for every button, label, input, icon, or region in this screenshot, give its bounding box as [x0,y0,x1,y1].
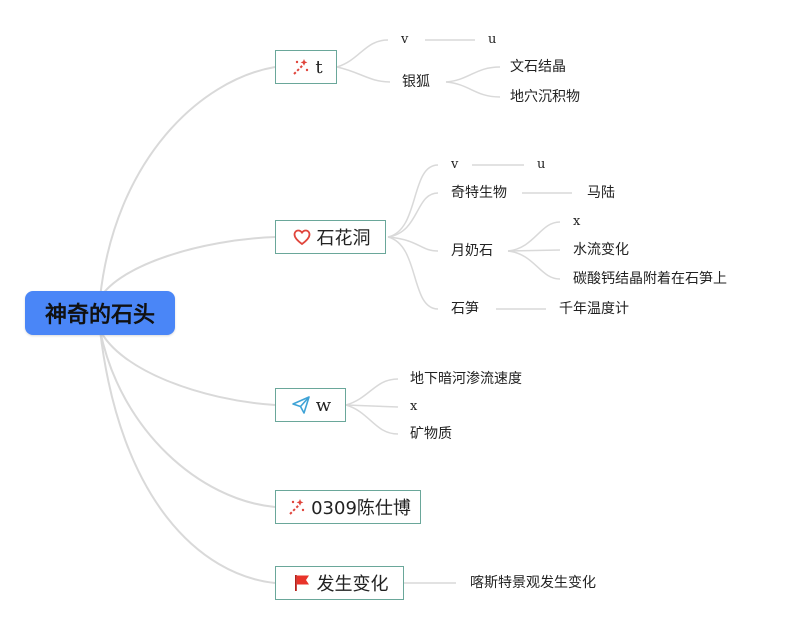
connector-b1-c0 [387,164,439,238]
connector-b2-c1 [345,404,399,408]
paper-plane-icon [290,394,312,416]
heart-icon [291,226,313,248]
node-kuangwuzhi[interactable]: 矿物质 [410,426,452,442]
node-dixue-chenjiwu[interactable]: 地穴沉积物 [510,89,580,105]
connector-root-b3 [99,329,276,508]
connector-b1-c2-gc0 [507,221,561,252]
branch-label: t [315,56,323,78]
branch-shihuadong[interactable]: 石花洞 [275,220,386,254]
connector-b2-c2 [345,404,399,435]
node-dixia-anhe[interactable]: 地下暗河渗流速度 [410,371,522,387]
node-kasite-jingguan[interactable]: 喀斯特景观发生变化 [470,575,596,591]
branch-label: 发生变化 [316,574,389,595]
node-qiannian-wenduji[interactable]: 千年温度计 [559,301,629,317]
node-wenshi-jiejing[interactable]: 文石结晶 [510,59,566,75]
node-yuenaishi[interactable]: 月奶石 [451,243,493,259]
branch-label: 石花洞 [316,228,371,249]
node-malu[interactable]: 马陆 [587,185,615,201]
node-x[interactable]: x [573,214,581,229]
node-v[interactable]: v [401,32,409,47]
connector-root-b2 [99,329,276,406]
branch-0309[interactable]: 0309陈仕博 [275,490,421,524]
node-tansuangai-jiejing[interactable]: 碳酸钙结晶附着在石笋上 [573,271,727,287]
connector-b1-c2-gc2 [507,250,561,280]
node-u[interactable]: u [488,32,497,47]
connector-b0-c1 [336,66,391,83]
branch-label: 0309陈仕博 [311,498,411,519]
connector-b1-c2 [387,236,439,252]
connector-root-b1 [99,236,276,299]
connector-b1-c2-gc1 [507,249,561,252]
branch-fasheng-bianhua[interactable]: 发生变化 [275,566,404,600]
node-v[interactable]: v [451,157,459,172]
connector-b0-c1-gc1 [445,81,501,98]
magic-wand-icon [285,496,307,518]
connector-b1-c3 [387,236,439,310]
magic-wand-icon [289,56,311,78]
node-x[interactable]: x [410,399,418,414]
node-qite-shengwu[interactable]: 奇特生物 [451,185,507,201]
branch-label: w [315,394,332,416]
connector-root-b4 [99,329,276,584]
connector-b0-c1-gc0 [445,66,501,83]
node-u[interactable]: u [537,157,546,172]
connector-b0-c0 [336,39,389,68]
node-shuiliu-bianhua[interactable]: 水流变化 [573,242,629,258]
branch-t[interactable]: t [275,50,337,84]
node-shisun[interactable]: 石笋 [451,301,479,317]
node-yinhu[interactable]: 银狐 [402,74,430,90]
root-topic[interactable]: 神奇的石头 [25,291,175,335]
connector-root-b0 [99,66,276,299]
red-flag-icon [291,572,313,594]
connector-b2-c0 [345,378,399,406]
root-label: 神奇的石头 [44,303,155,328]
branch-w[interactable]: w [275,388,346,422]
connector-b1-c1 [387,192,439,238]
